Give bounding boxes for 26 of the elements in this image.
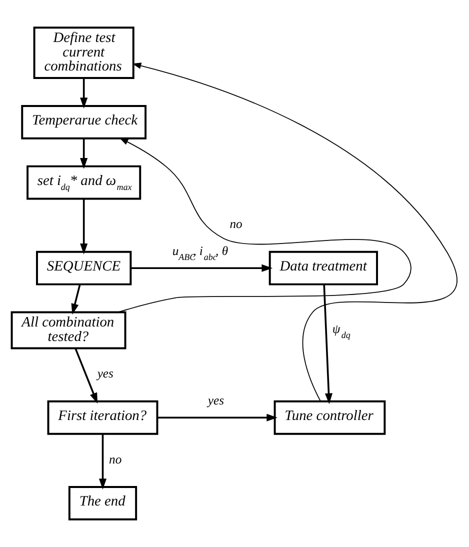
arrow — [80, 138, 88, 169]
arrow — [323, 284, 333, 404]
edge-label: u$_{ABC}$, i$_{abc}$, θ — [172, 244, 228, 262]
edge-label: yes — [208, 394, 224, 408]
arrow — [98, 434, 107, 490]
arrow — [74, 348, 98, 404]
node-box: Tune controller — [274, 400, 386, 435]
arrow — [118, 138, 412, 313]
node-box: set i$_{dq}$* and ω$_{max}$ — [26, 165, 142, 200]
node-box: Data treatment — [268, 250, 378, 286]
node-box: Temperarue check — [21, 104, 147, 140]
node-box: SEQUENCE — [36, 250, 132, 286]
arrow — [130, 264, 273, 272]
arrow — [80, 198, 88, 254]
node-box: Define test current combinations — [33, 26, 134, 80]
arrow — [71, 284, 81, 315]
edge-label: yes — [97, 366, 114, 381]
node-box: First iteration? — [47, 400, 158, 435]
edge-label: ψ$_{dq}$ — [332, 322, 350, 340]
arrow — [157, 414, 278, 422]
edge-label: no — [230, 217, 242, 232]
arrow — [80, 78, 88, 108]
arrow — [132, 62, 458, 402]
edge-label: no — [109, 452, 122, 466]
node-box: The end — [68, 486, 138, 520]
node-box: All combination tested? — [10, 311, 126, 350]
